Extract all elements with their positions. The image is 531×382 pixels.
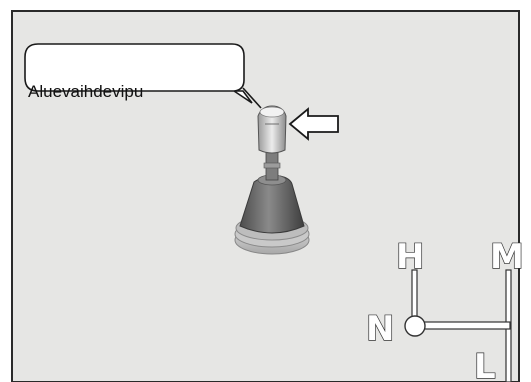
callout-bubble: Aluevaihdevipu: [24, 43, 262, 109]
arrow-left-icon: [288, 107, 339, 141]
callout-label: Aluevaihdevipu: [28, 82, 143, 101]
gear-label-l: L: [474, 347, 496, 382]
neutral-position-marker: [404, 315, 426, 337]
gear-label-m: M: [490, 237, 524, 277]
gear-lever-illustration: [234, 105, 310, 255]
shift-pattern-diagram: H N M L: [365, 236, 525, 382]
gear-label-h: H: [396, 237, 424, 277]
gear-label-n: N: [366, 309, 394, 349]
